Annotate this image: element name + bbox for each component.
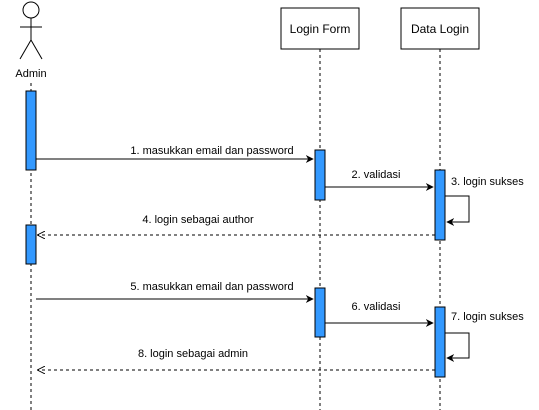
- message-3-arrow: [445, 195, 470, 226]
- activation-data-login-1: [434, 169, 446, 241]
- activation-admin-1: [25, 90, 37, 171]
- actor-admin: Admin: [15, 1, 47, 80]
- object-data-login-label: Data Login: [411, 22, 469, 36]
- activation-login-form-2: [314, 287, 326, 338]
- object-login-form: Login Form: [280, 7, 360, 50]
- message-6-label: 6. validasi: [352, 301, 401, 313]
- message-5-label: 5. masukkan email dan password: [130, 281, 293, 293]
- object-data-login: Data Login: [400, 7, 480, 50]
- activation-login-form-1: [314, 149, 326, 201]
- message-7-label: 7. login sukses: [451, 311, 524, 323]
- message-1-label: 1. masukkan email dan password: [130, 145, 293, 157]
- message-4-label: 4. login sebagai author: [142, 214, 254, 226]
- actor-admin-label: Admin: [15, 68, 46, 80]
- message-8-label: 8. login sebagai admin: [138, 348, 248, 360]
- message-2-label: 2. validasi: [352, 169, 401, 181]
- object-login-form-label: Login Form: [290, 22, 351, 36]
- activation-admin-2: [25, 224, 37, 265]
- message-7-arrow: [445, 332, 470, 362]
- activation-data-login-2: [434, 306, 446, 378]
- message-3-label: 3. login sukses: [451, 176, 524, 188]
